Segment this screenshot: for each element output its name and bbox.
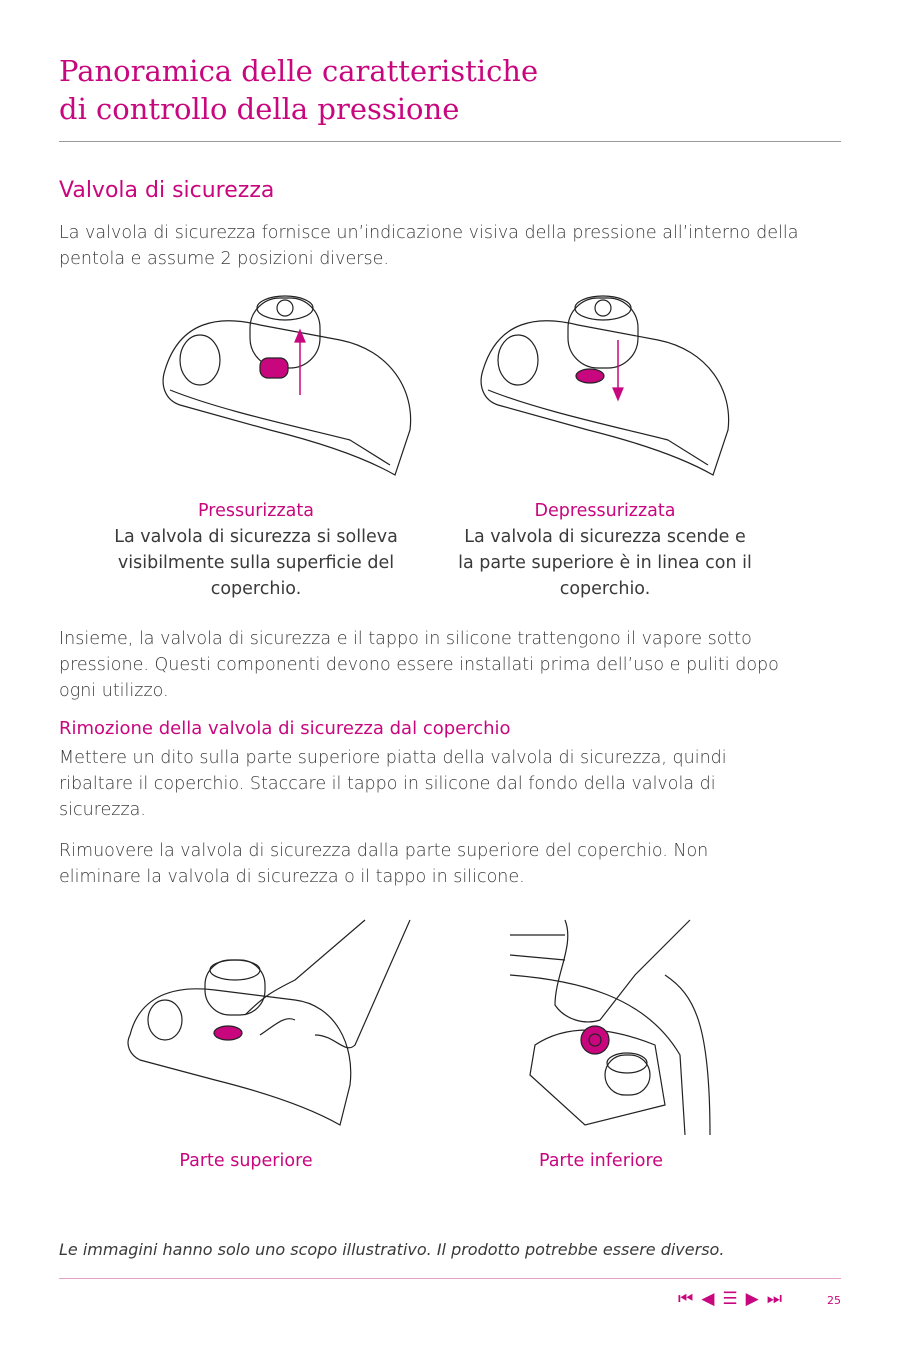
previous-page-icon[interactable]: ◀ (701, 1289, 715, 1309)
figure-top-label: Parte superiore (179, 1151, 313, 1171)
pressurized-valve-illustration (162, 295, 412, 476)
page-navigation: ⏮ ◀ ☰ ▶ ⏭ (678, 1289, 782, 1309)
menu-icon[interactable]: ☰ (722, 1289, 738, 1309)
components-text: Insieme, la valvola di sicurezza e il ta… (59, 629, 779, 701)
bottom-side-illustration (509, 919, 711, 1136)
page-title: Panoramica delle caratteristiche di cont… (59, 52, 538, 128)
figure-caption: La valvola di sicurezza si solleva visib… (114, 527, 398, 599)
top-side-illustration (127, 919, 411, 1126)
disclaimer-note: Le immagini hanno solo uno scopo illustr… (59, 1240, 725, 1259)
figure-label: Depressurizzata (534, 501, 676, 521)
figure-bottom-label: Parte inferiore (538, 1151, 664, 1171)
first-page-icon[interactable]: ⏮ (678, 1289, 694, 1309)
next-page-icon[interactable]: ▶ (745, 1289, 759, 1309)
section-title: Valvola di sicurezza (59, 178, 275, 203)
figure-depressurized: Depressurizzata La valvola di sicurezza … (435, 498, 775, 602)
divider (59, 141, 841, 142)
page-number: 25 (827, 1294, 841, 1307)
footer-divider (59, 1278, 841, 1279)
subsection-title: Rimozione della valvola di sicurezza dal… (59, 718, 511, 739)
title-line-2: di controllo della pressione (59, 92, 460, 126)
figure-label: Pressurizzata (198, 501, 314, 521)
remove-valve-text: Rimuovere la valvola di sicurezza dalla … (59, 841, 709, 887)
last-page-icon[interactable]: ⏭ (766, 1289, 783, 1309)
figure-pressurized: Pressurizzata La valvola di sicurezza si… (86, 498, 426, 602)
removal-text: Mettere un dito sulla parte superiore pi… (59, 748, 727, 820)
figure-caption: La valvola di sicurezza scende e la part… (458, 527, 752, 599)
depressurized-valve-illustration (480, 295, 730, 476)
intro-text: La valvola di sicurezza fornisce un’indi… (59, 223, 799, 269)
title-line-1: Panoramica delle caratteristiche (59, 54, 539, 88)
